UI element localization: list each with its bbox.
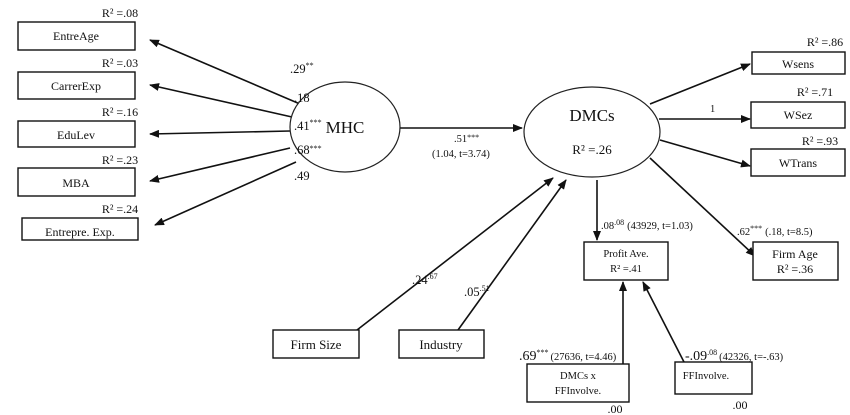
r2-label: R² =.23 bbox=[102, 153, 138, 167]
node-label: WTrans bbox=[779, 156, 818, 170]
r2-label: R² =.16 bbox=[102, 105, 138, 119]
node-entreage: EntreAge R² =.08 bbox=[17, 6, 138, 51]
node-ffinvolve: FFInvolve. .00 bbox=[674, 361, 753, 412]
node-firm-size: Firm Size bbox=[272, 329, 360, 359]
coef-dmcs-profit: .08.08(43929, t=1.03) bbox=[601, 218, 693, 232]
node-label: Entrepre. Exp. bbox=[45, 225, 115, 239]
node-mhc: MHC bbox=[289, 81, 401, 173]
node-label: Profit Ave. bbox=[603, 249, 648, 260]
coef-interaction-profit: .69***(27636, t=4.46) bbox=[519, 348, 617, 364]
node-wsens: Wsens R² =.86 bbox=[751, 35, 846, 75]
node-carrerexp: CarrerExp R² =.03 bbox=[17, 56, 138, 100]
node-label: Industry bbox=[419, 337, 463, 352]
arrow-mhc-edulev bbox=[149, 129, 291, 138]
arrow-mhc-entreage bbox=[149, 39, 301, 105]
arrow-dmcs-wtrans bbox=[659, 139, 751, 168]
node-mba: MBA R² =.23 bbox=[17, 153, 138, 197]
coef-dmcs-firmage: .62***(.18, t=8.5) bbox=[737, 224, 813, 238]
node-wtrans: WTrans R² =.93 bbox=[750, 134, 846, 177]
node-dmcs: DMCs R² =.26 bbox=[523, 86, 661, 178]
arrow-industry-dmcs bbox=[457, 179, 567, 331]
r2-label: R² =.36 bbox=[777, 262, 813, 276]
coef-mhc-mba: .68*** bbox=[294, 143, 322, 157]
node-dmcs-x-ffinvolve: DMCs x FFInvolve. .00 bbox=[526, 363, 630, 415]
arrow-dmcs-firmage bbox=[649, 157, 756, 257]
node-label: WSez bbox=[784, 108, 813, 122]
arrow-mhc-entrepre-exp bbox=[154, 161, 297, 226]
r2-label: R² =.93 bbox=[802, 134, 838, 148]
coef-firmsize-dmcs: .24.67 bbox=[412, 272, 438, 287]
node-label: MBA bbox=[62, 176, 90, 190]
arrow-ffinvolve-profit bbox=[642, 281, 685, 363]
r2-label: R² =.41 bbox=[610, 264, 642, 275]
node-industry: Industry bbox=[398, 329, 485, 359]
error-label: .00 bbox=[608, 402, 623, 415]
coef-mhc-dmcs: .51*** bbox=[454, 133, 479, 145]
r2-label: R² =.08 bbox=[102, 6, 138, 20]
node-label: EduLev bbox=[57, 128, 95, 142]
arrow-mhc-mba bbox=[149, 147, 291, 183]
node-wsez: WSez R² =.71 bbox=[750, 85, 846, 129]
arrows bbox=[149, 39, 756, 364]
coef-mhc-carrerexp: .18 bbox=[294, 91, 310, 105]
node-label: EntreAge bbox=[53, 29, 99, 43]
node-label: Wsens bbox=[782, 57, 814, 71]
arrow-firmsize-dmcs bbox=[356, 177, 554, 331]
error-label: .00 bbox=[733, 398, 748, 412]
r2-label: R² =.24 bbox=[102, 202, 138, 216]
node-label: MHC bbox=[326, 118, 365, 137]
node-label: FFInvolve. bbox=[555, 386, 601, 397]
r2-label: R² =.71 bbox=[797, 85, 833, 99]
coef-mhc-entrepre-exp: .49 bbox=[294, 169, 310, 183]
arrow-dmcs-wsens bbox=[649, 63, 751, 105]
r2-label: R² =.26 bbox=[572, 142, 612, 157]
node-label: FFInvolve. bbox=[683, 371, 729, 382]
r2-label: R² =.86 bbox=[807, 35, 843, 49]
coef-mhc-edulev: .41*** bbox=[294, 118, 322, 133]
node-profit-ave: Profit Ave. R² =.41 bbox=[583, 241, 669, 281]
r2-label: R² =.03 bbox=[102, 56, 138, 70]
node-label: Firm Size bbox=[291, 337, 342, 352]
node-label: Firm Age bbox=[772, 247, 818, 261]
node-label: DMCs bbox=[569, 106, 614, 125]
arrow-mhc-carrerexp bbox=[149, 83, 293, 118]
coef-industry-dmcs: .05.51 bbox=[464, 284, 490, 299]
node-label: DMCs x bbox=[560, 371, 597, 382]
node-label: CarrerExp bbox=[51, 79, 101, 93]
coef-mhc-dmcs-detail: (1.04, t=3.74) bbox=[432, 149, 490, 160]
node-edulev: EduLev R² =.16 bbox=[17, 105, 138, 148]
coef-ffinvolve-profit: -.09.08(42326, t=-.63) bbox=[685, 348, 784, 364]
coef-dmcs-wsez: 1 bbox=[710, 104, 715, 115]
node-entrepre-exp: Entrepre. Exp. R² =.24 bbox=[21, 202, 139, 241]
coef-mhc-entreage: .29** bbox=[290, 61, 314, 76]
node-firm-age: Firm Age R² =.36 bbox=[752, 241, 839, 281]
